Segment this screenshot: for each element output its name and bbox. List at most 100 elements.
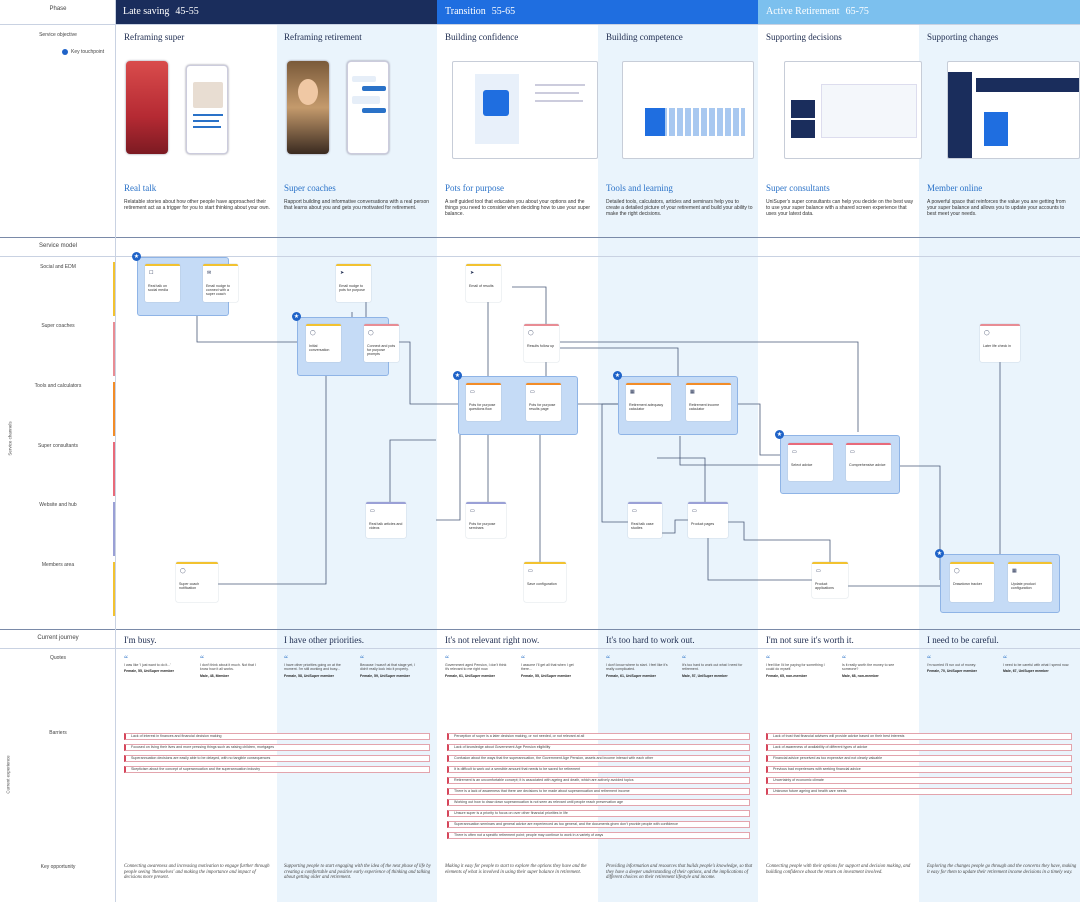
channel-coaches: Super coaches [41,323,75,329]
quote: “I don't know where to start. I feel lik… [606,654,668,678]
quote: “Government aged Pension, I don't think … [445,654,507,678]
barrier-item: Retirement is an uncomfortable concept; … [447,777,750,784]
touchpoint-card[interactable]: ▭Real talk articles and videos [366,502,406,538]
key-touchpoint-label: Key touchpoint [71,49,105,55]
feature-description: A powerful space that reinforces the val… [927,199,1066,217]
barrier-item: There is a lack of awareness that there … [447,788,750,795]
barrier-item: Financial advice perceived as too expens… [766,755,1072,762]
channel-stripe [113,322,115,376]
channel-stripe [113,382,115,436]
journey-title: I need to be careful. [927,635,999,645]
channel-tools: Tools and calculators [34,383,82,389]
quote: “I need to be careful with what I spend … [1003,654,1070,674]
feature-description: A self guided tool that educates you abo… [445,199,591,217]
barrier-item: Focused on living their lives and more p… [124,744,430,751]
channel-stripe [113,502,115,556]
touchpoint-card[interactable]: ▦Update product configuration [1008,562,1052,602]
phone-mockup [287,61,329,154]
touchpoint-card[interactable]: ▭Product pages [688,502,728,538]
touchpoint-card[interactable]: ✉Email nudge to connect with a super coa… [203,264,238,302]
touchpoint-card[interactable]: ◯Results follow up [524,324,559,362]
journey-title: It's too hard to work out. [606,635,695,645]
barrier-item: Unknown future ageing and health care ne… [766,788,1072,795]
touchpoint-card[interactable]: ◯Super coach notification [176,562,218,602]
label-divider [115,0,116,902]
channel-stripe [113,562,115,616]
feature-title: Real talk [124,183,157,193]
barrier-item: It is difficult to work out a sensible a… [447,766,750,773]
key-opportunity-label: Key opportunity [40,864,76,870]
barrier-item: Lack of trust that financial advisers wi… [766,733,1072,740]
laptop-mockup [452,61,598,159]
journey-title: It's not relevant right now. [445,635,540,645]
quote: “I don't think about it much. Not that I… [200,654,256,678]
key-opportunity: Connecting people with their options for… [766,864,911,875]
star-icon: ★ [453,371,462,380]
channel-stripe [113,442,115,496]
barrier-item: Superannuation seminars and general advi… [447,821,750,828]
touchpoint-card[interactable]: ▭Real talk case studies [628,502,662,538]
star-icon: ★ [935,549,944,558]
laptop-mockup [622,61,754,159]
star-icon: ★ [613,371,622,380]
touchpoint-card[interactable]: ▭Pots for purpose seminars [466,502,506,538]
phone-mockup [126,61,168,154]
objective: Building confidence [445,32,519,42]
feature-title: Pots for purpose [445,183,504,193]
quote: “I was like 'I just want to do it...'Fem… [124,654,174,674]
touchpoint-card[interactable]: ➤Email nudge to pots for purpose [336,264,371,302]
touchpoint-card[interactable]: ▭Product applications [812,562,848,598]
star-icon: ★ [775,430,784,439]
objective: Supporting decisions [766,32,842,42]
barriers-label: Barriers [49,730,67,736]
touchpoint-card[interactable]: ▭Select advice [788,443,833,481]
touchpoint-card[interactable]: ▭Pots for purpose questions flow [466,383,501,421]
journey-title: I'm not sure it's worth it. [766,635,854,645]
journey-title: I have other priorities. [284,635,364,645]
touchpoint-card[interactable]: ◯Initial conversation [306,324,341,362]
feature-title: Super coaches [284,183,336,193]
star-icon: ★ [292,312,301,321]
quote: “I have other priorities going on at the… [284,654,341,678]
laptop-mockup [947,61,1080,159]
touchpoint-card[interactable]: ▭Pots for purpose results page [526,383,561,421]
touchpoint-card[interactable]: ▦Retirement adequacy calculator [626,383,671,421]
current-journey-label: Current journey [37,635,79,641]
divider [0,629,1080,630]
key-opportunity: Making it easy for people to start to ex… [445,864,587,875]
touchpoint-card[interactable]: ◯Drawdown tracker [950,562,994,602]
key-opportunity: Providing information and resources that… [606,864,753,881]
objective: Building competence [606,32,683,42]
channel-members: Members area [41,562,75,568]
touchpoint-card[interactable]: ◯Connect and pots for purpose prompts [364,324,399,362]
channel-social: Social and EDM [40,264,76,270]
journey-title: I'm busy. [124,635,157,645]
touchpoint-card[interactable]: ◯Later life check in [980,324,1020,362]
star-icon [62,49,68,55]
barrier-item: Lack of awareness of availability of dif… [766,744,1072,751]
barrier-item: Uncertainty of economic climate [766,777,1072,784]
channel-stripe [113,262,115,316]
feature-title: Member online [927,183,983,193]
quote: “I'm worried I'll run out of money.Femal… [927,654,977,674]
quote: “It's too hard to work out what I need f… [682,654,743,678]
barrier-item: Confusion about the ways that the supera… [447,755,750,762]
objective: Supporting changes [927,32,999,42]
touchpoint-card[interactable]: ▭Save configuration [524,562,566,602]
divider [0,237,1080,238]
feature-description: Relatable stories about how other people… [124,199,270,211]
barrier-item: Skepticism about the concept of superann… [124,766,430,773]
touchpoint-card[interactable]: ▦Retirement income calculator [686,383,731,421]
touchpoint-card[interactable]: ▭Comprehensive advice [846,443,891,481]
key-opportunity: Connecting awareness and increasing moti… [124,864,270,881]
touchpoint-card[interactable]: ☐Real talk on social media [145,264,180,302]
touchpoint-card[interactable]: ➤Email of results [466,264,501,302]
quotes-label: Quotes [49,655,67,661]
barrier-item: Perception of super is a later decision … [447,733,750,740]
barrier-item: Previous bad experiences with seeking fi… [766,766,1072,773]
divider [0,648,1080,649]
barrier-item: There is often not a specific retirement… [447,832,750,839]
